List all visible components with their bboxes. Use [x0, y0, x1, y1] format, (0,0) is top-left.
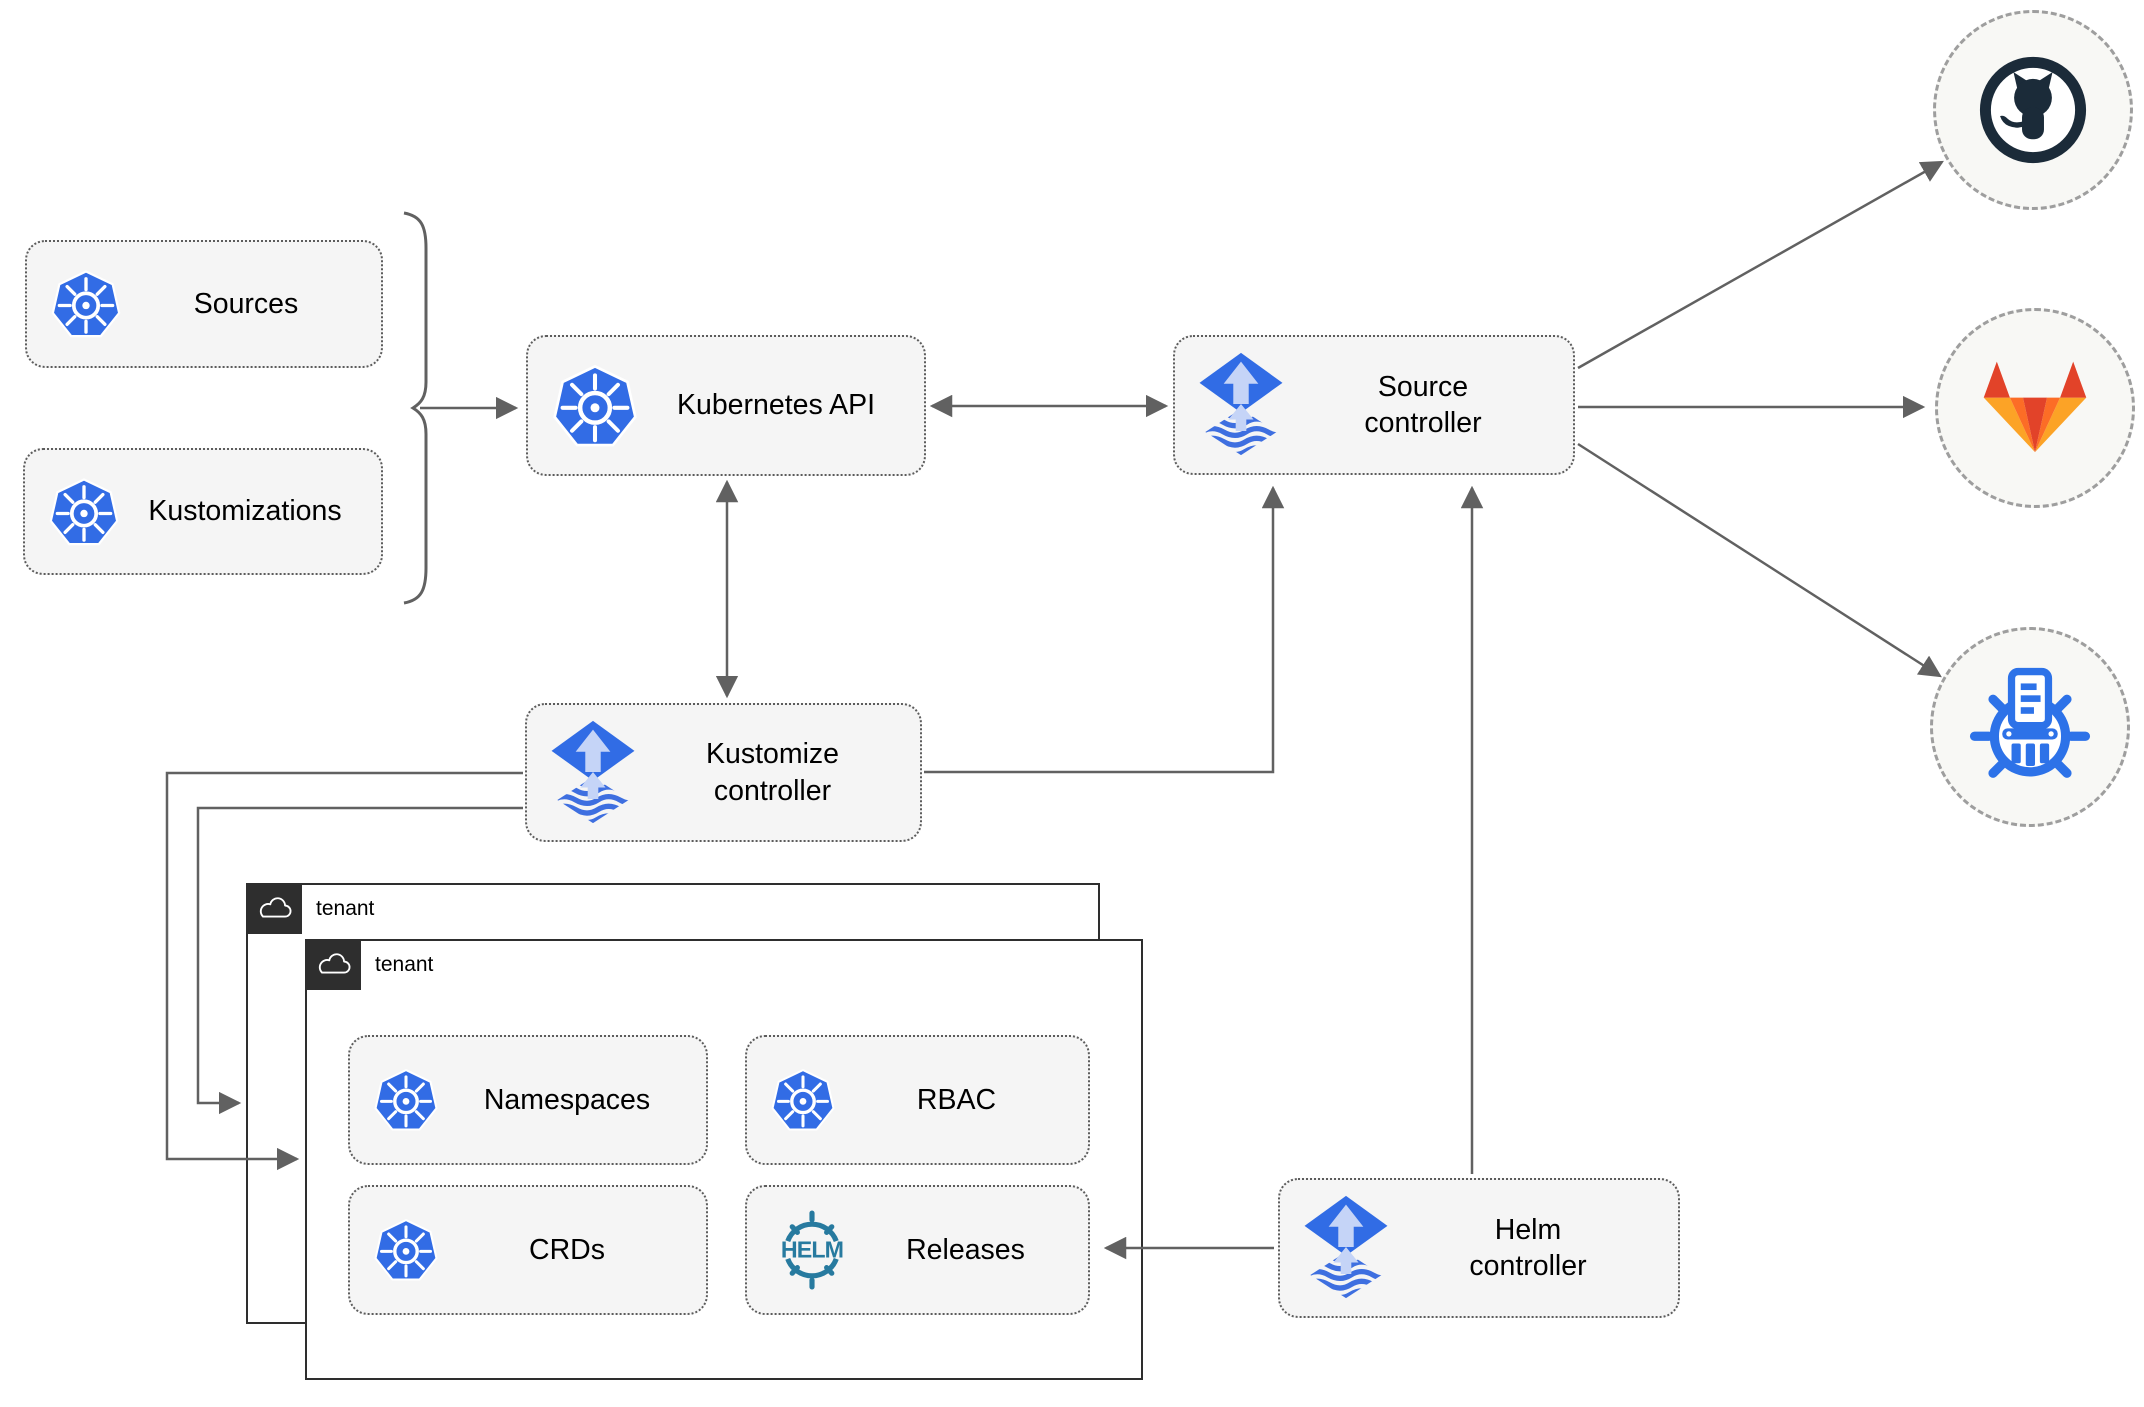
- node-label: Sources: [193, 287, 299, 320]
- node-sources: Sources: [25, 240, 383, 368]
- chartmuseum-icon: [1964, 661, 2096, 793]
- tenant-label: tenant: [375, 953, 434, 976]
- grouping-brace: [403, 211, 428, 605]
- external-gitlab: [1935, 308, 2135, 508]
- external-github: [1933, 10, 2133, 210]
- node-kustomize-controller: Kustomize controller: [525, 703, 922, 842]
- kubernetes-icon: [373, 1068, 439, 1132]
- tenant-label: tenant: [316, 897, 375, 920]
- cloud-icon: [318, 953, 350, 974]
- node-source-controller: Source controller: [1173, 335, 1575, 475]
- edge-source-controller-to-chartmuseum: [1577, 442, 1942, 678]
- node-crds: CRDs: [348, 1185, 708, 1315]
- node-helm-controller: Helm controller: [1278, 1178, 1680, 1318]
- edge-kustomize-controller-to-source-controller: [924, 485, 1285, 774]
- cloud-icon: [259, 897, 291, 918]
- node-label: Kustomize controller: [705, 738, 840, 807]
- kubernetes-icon: [48, 477, 120, 546]
- tenant-tab: [304, 938, 361, 990]
- node-kustomizations: Kustomizations: [23, 448, 383, 575]
- gitlab-icon: [1983, 361, 2087, 453]
- node-label: RBAC: [916, 1083, 997, 1116]
- node-releases: Releases: [745, 1185, 1090, 1315]
- kubernetes-icon: [770, 1068, 836, 1132]
- kubernetes-icon: [373, 1218, 439, 1282]
- node-namespaces: Namespaces: [348, 1035, 708, 1165]
- node-rbac: RBAC: [745, 1035, 1090, 1165]
- edge-source-controller-to-github: [1577, 160, 1944, 370]
- flux-icon: [1302, 1194, 1390, 1302]
- external-chartmuseum: [1930, 627, 2130, 827]
- flux-icon: [549, 719, 637, 827]
- node-label: Source controller: [1364, 370, 1482, 439]
- node-label: Helm controller: [1469, 1213, 1587, 1282]
- helm-icon: [769, 1207, 855, 1293]
- kubernetes-icon: [50, 269, 122, 338]
- flux-icon: [1197, 351, 1285, 459]
- node-label: Kubernetes API: [676, 389, 876, 422]
- node-label: Namespaces: [483, 1083, 651, 1116]
- github-icon: [1972, 49, 2094, 171]
- tenant-tab: [245, 882, 302, 934]
- node-label: Kustomizations: [148, 495, 342, 528]
- node-label: Releases: [906, 1233, 1025, 1266]
- node-label: CRDs: [529, 1233, 605, 1266]
- node-kubernetes-api: Kubernetes API: [526, 335, 926, 476]
- kubernetes-icon: [550, 361, 640, 451]
